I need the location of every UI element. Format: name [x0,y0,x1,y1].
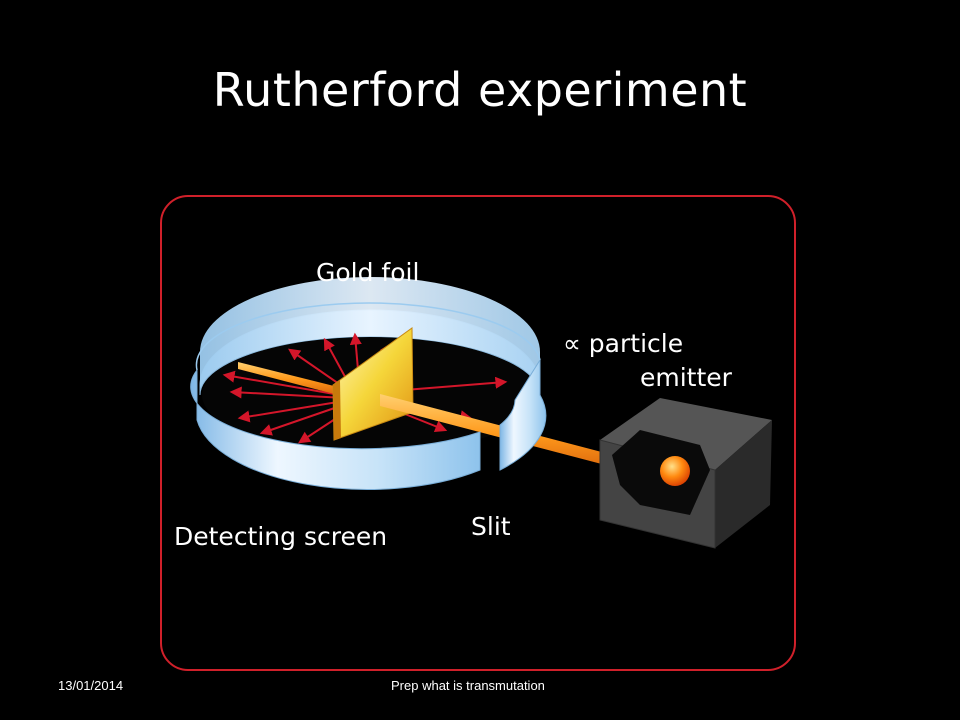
alpha-particle [660,456,690,486]
label-emitter-line1: ∝ particle [563,329,683,358]
diagram-frame [160,195,796,671]
footer-date: 13/01/2014 [58,678,124,693]
label-detecting-screen: Detecting screen [174,522,387,551]
label-gold-foil: Gold foil [316,258,419,287]
alpha-beam-back [238,362,342,396]
slide-title: Rutherford experiment [212,63,748,117]
footer-text: Prep what is transmutation [391,678,545,693]
label-emitter-line2: emitter [640,363,733,392]
screen-right-segment [499,358,547,471]
label-slit: Slit [471,512,511,541]
particle-emitter [599,398,772,549]
detecting-screen [190,368,481,490]
